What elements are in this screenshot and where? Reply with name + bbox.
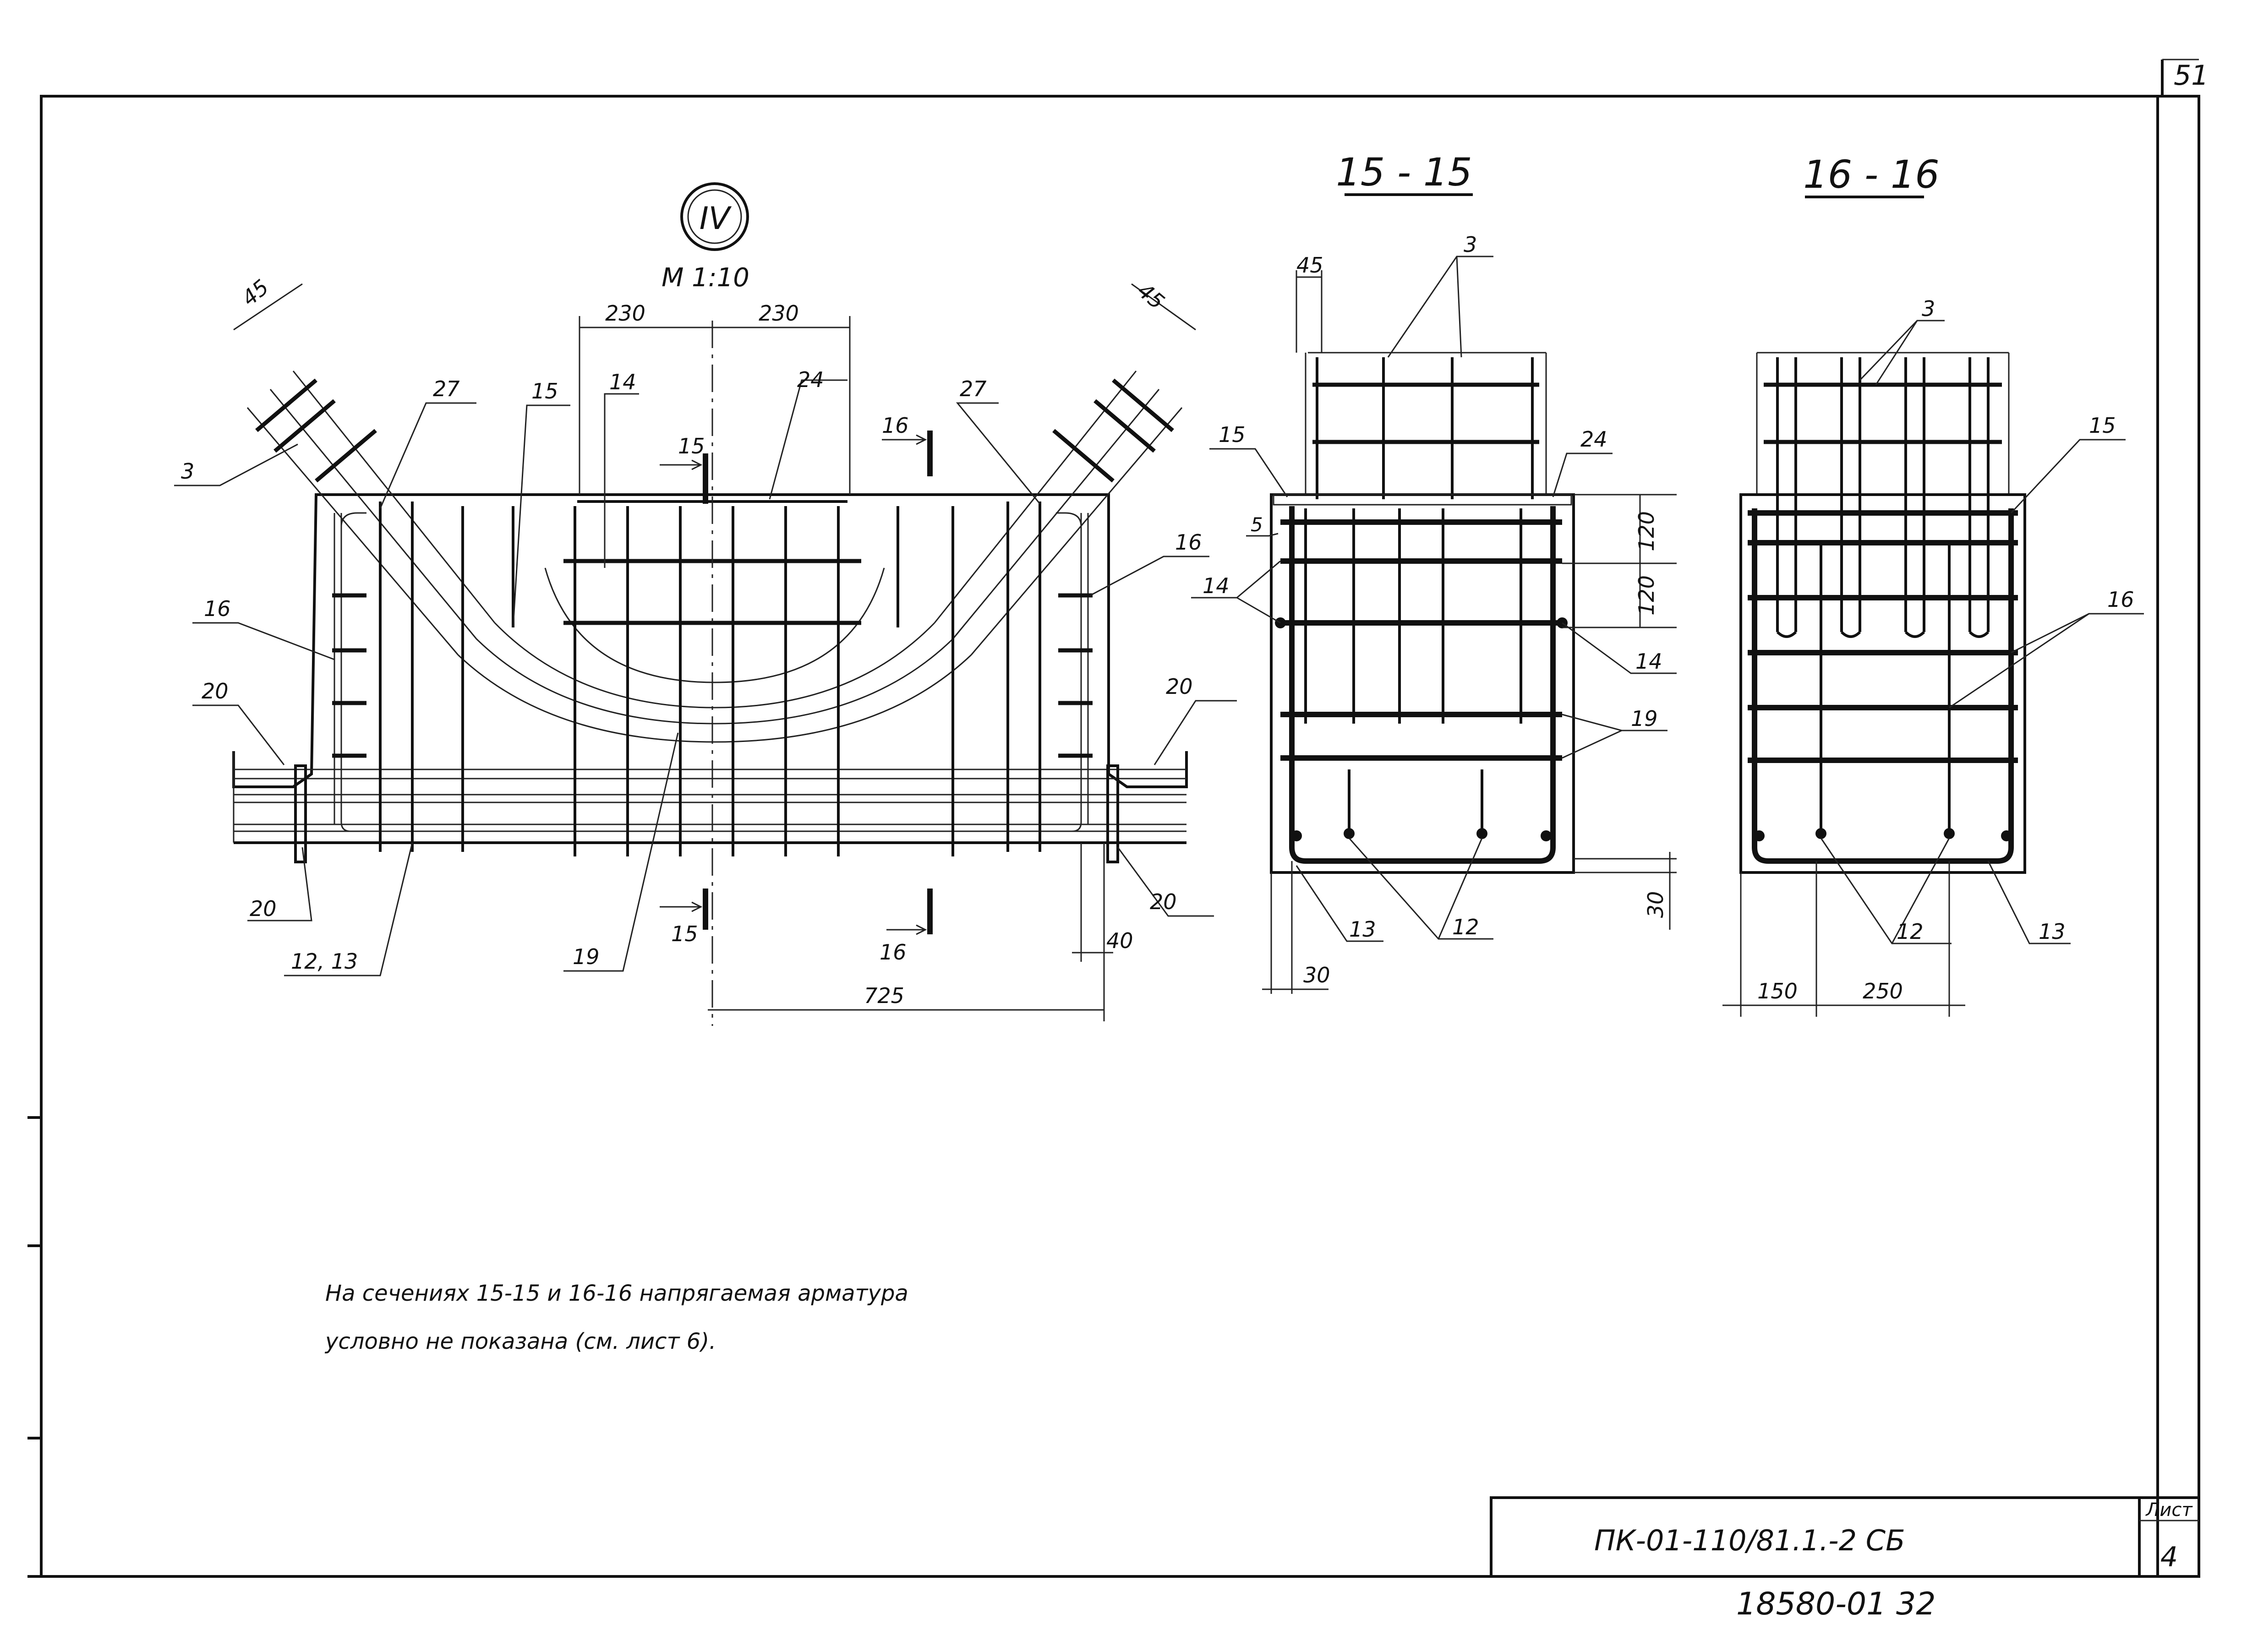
callout-19: 19 <box>573 944 600 969</box>
bottom-bars <box>234 513 1186 832</box>
inclined-bars <box>246 371 1183 655</box>
callout-27-right: 27 <box>960 376 987 401</box>
section-16-callout-15: 15 <box>2089 413 2116 438</box>
section-16-callout-16: 16 <box>2107 587 2134 612</box>
section-16-body <box>1739 493 2026 874</box>
beam-outline <box>232 493 1188 844</box>
callout-15-a: 15 <box>531 379 558 403</box>
sheet-number: 4 <box>2160 1541 2178 1573</box>
section-16-dims <box>1722 320 2144 1017</box>
callout-20-b: 20 <box>1166 674 1193 699</box>
dimension-lines <box>233 283 1196 1021</box>
section-15-dim-30v: 30 <box>1643 891 1668 918</box>
note-line-1: На сечениях 15-15 и 16-16 напрягаемая ар… <box>325 1281 908 1306</box>
callout-12-13: 12, 13 <box>291 949 358 974</box>
section-16: 16 - 16 <box>1722 152 2144 1017</box>
callout-3: 3 <box>181 459 194 484</box>
view-marker: IV <box>700 201 732 237</box>
section-16-callout-12: 12 <box>1897 919 1924 944</box>
section-15-title: 15 - 15 <box>1336 150 1472 195</box>
curved-bars <box>457 567 972 743</box>
section-15-callout-3: 3 <box>1464 232 1477 257</box>
dim-725: 725 <box>864 983 904 1008</box>
drawing-code: ПК-01-110/81.1.-2 СБ <box>1594 1524 1905 1557</box>
leader-lines <box>174 379 1237 976</box>
section-15: 15 - 15 <box>1191 150 1677 994</box>
title-block <box>1490 1496 2200 1578</box>
centre-lines <box>660 321 933 1026</box>
view-iv: IV М 1:10 <box>174 182 1237 1026</box>
section-16-callout-13: 13 <box>2039 919 2066 944</box>
callout-24: 24 <box>797 367 824 392</box>
callout-20-a: 20 <box>202 679 229 703</box>
section-15-callout-5: 5 <box>1251 513 1263 536</box>
section-15-body <box>1270 493 1575 874</box>
side-stirrups <box>332 512 1093 758</box>
callout-20-c: 20 <box>250 896 277 921</box>
section-15-callout-45: 45 <box>1296 253 1323 278</box>
section-16-dim-150: 150 <box>1757 979 1798 1003</box>
section-15-callout-14a: 14 <box>1203 573 1230 598</box>
section-15-dims <box>1191 256 1677 994</box>
sheet-label: Лист <box>2145 1499 2193 1521</box>
dim-230-right: 230 <box>759 301 799 326</box>
view-scale: М 1:10 <box>662 263 749 293</box>
stamp-number: 18580-01 32 <box>1736 1586 1936 1622</box>
dim-40: 40 <box>1106 928 1133 953</box>
cut-15-top: 15 <box>678 434 705 458</box>
section-16-title: 16 - 16 <box>1803 152 1940 197</box>
note-line-2: условно не показана (см. лист 6). <box>324 1329 716 1354</box>
callout-14: 14 <box>609 370 636 394</box>
section-15-callout-24: 24 <box>1580 427 1607 452</box>
section-15-callout-15: 15 <box>1219 422 1246 447</box>
page-number: 51 <box>2174 60 2209 92</box>
callout-27-left: 27 <box>433 376 460 401</box>
section-15-callout-14b: 14 <box>1635 649 1662 674</box>
section-15-dim-30h: 30 <box>1303 963 1330 987</box>
dim-230-left: 230 <box>605 301 645 326</box>
callout-16-right: 16 <box>1175 530 1202 555</box>
section-15-callout-12: 12 <box>1452 915 1479 939</box>
callout-20-d: 20 <box>1150 889 1177 914</box>
callout-45-right: 45 <box>1133 278 1170 314</box>
vertical-stirrups <box>379 502 1041 856</box>
cut-16-bottom: 16 <box>880 940 907 965</box>
section-15-callout-13: 13 <box>1349 917 1376 942</box>
section-15-dim-120a: 120 <box>1634 511 1659 551</box>
callout-45-left: 45 <box>237 274 273 311</box>
section-15-dim-120b: 120 <box>1634 575 1659 616</box>
section-16-callout-3: 3 <box>1922 296 1935 321</box>
callout-16-left: 16 <box>204 596 231 621</box>
section-15-web <box>1305 352 1547 499</box>
section-16-dim-250: 250 <box>1863 979 1903 1003</box>
cut-16-top: 16 <box>882 413 909 438</box>
end-plates <box>294 764 1119 863</box>
view-marker-circle <box>680 182 749 251</box>
section-15-callout-19: 19 <box>1631 706 1658 731</box>
cut-15-bottom: 15 <box>671 921 698 946</box>
